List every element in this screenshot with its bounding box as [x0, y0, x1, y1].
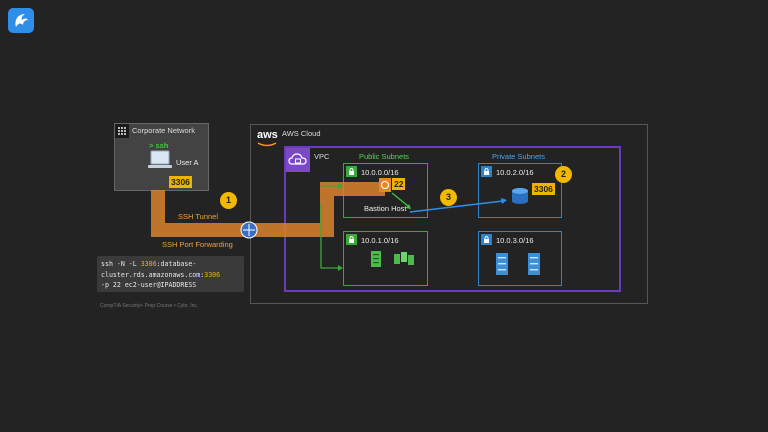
- aws-smile-icon: [257, 142, 277, 147]
- ssh-command-box: ssh -N -L 3306:database- cluster.rds.ama…: [97, 256, 244, 292]
- command-line-2: cluster.rds.amazonaws.com:3306: [101, 270, 221, 279]
- public-subnets-title: Public Subnets: [359, 152, 410, 161]
- bastion-port-badge: 22: [392, 178, 406, 190]
- lock-icon: [481, 166, 492, 177]
- vpc-cloud-icon: [286, 148, 310, 172]
- lock-icon: [481, 234, 492, 245]
- lock-icon: [346, 166, 357, 177]
- bastion-host-icon: [379, 178, 391, 192]
- public-subnet-1-cidr: 10.0.0.0/16: [361, 168, 399, 177]
- ssh-port-forwarding-label: SSH Port Forwarding: [162, 240, 233, 249]
- vpc-box: VPC: [284, 146, 621, 292]
- laptop-icon: [147, 150, 173, 177]
- step-2-marker: 2: [555, 166, 572, 183]
- app-logo[interactable]: [8, 8, 34, 33]
- public-subnet-2: 10.0.1.0/16: [343, 231, 428, 286]
- aws-cloud-title: AWS Cloud: [282, 129, 321, 138]
- corporate-port-badge: 3306: [169, 176, 192, 188]
- route-arrow: [320, 203, 338, 269]
- internet-gateway-icon: [240, 221, 258, 239]
- db-port-badge: 3306: [532, 183, 555, 195]
- logo-icon: [15, 14, 28, 27]
- private-subnet-2: 10.0.3.0/16: [478, 231, 562, 286]
- building-icon: [115, 124, 129, 138]
- aws-logo: aws: [257, 129, 278, 141]
- ssh-tunnel-path: [151, 182, 385, 237]
- db-connection-arrow: [409, 200, 504, 213]
- private-subnets-title: Private Subnets: [492, 152, 545, 161]
- private-subnet-1-cidr: 10.0.2.0/16: [496, 168, 534, 177]
- step-1-marker: 1: [220, 192, 237, 209]
- bastion-arrow: [391, 192, 409, 207]
- footer-credit: CompTIA Security+ Prep Course • Cybr, In…: [100, 303, 199, 309]
- database-icon: [512, 188, 528, 204]
- auto-scaling-icon: [394, 252, 414, 265]
- corporate-network-title: Corporate Network: [132, 126, 195, 135]
- corporate-network-box: Corporate Network > ssh User A 3306: [114, 123, 209, 191]
- lock-icon: [346, 234, 357, 245]
- command-line-1: ssh -N -L 3306:database-: [101, 260, 197, 268]
- private-subnet-1: 10.0.2.0/16 3306: [478, 163, 562, 218]
- aws-cloud-box: aws AWS Cloud: [250, 124, 648, 304]
- user-label: User A: [176, 158, 199, 167]
- private-subnet-2-cidr: 10.0.3.0/16: [496, 236, 534, 245]
- server-icon: [528, 253, 540, 275]
- ssh-tunnel-label: SSH Tunnel: [178, 212, 219, 221]
- public-subnet-2-cidr: 10.0.1.0/16: [361, 236, 399, 245]
- server-icon: [371, 251, 381, 267]
- command-line-3: -p 22 ec2-user@IPADDRESS: [101, 281, 197, 289]
- vpc-label: VPC: [314, 152, 330, 161]
- step-3-marker: 3: [440, 189, 457, 206]
- ssh-prompt-label: > ssh: [149, 141, 169, 150]
- server-icon: [496, 253, 508, 275]
- bastion-host-label: Bastion Host: [364, 204, 407, 213]
